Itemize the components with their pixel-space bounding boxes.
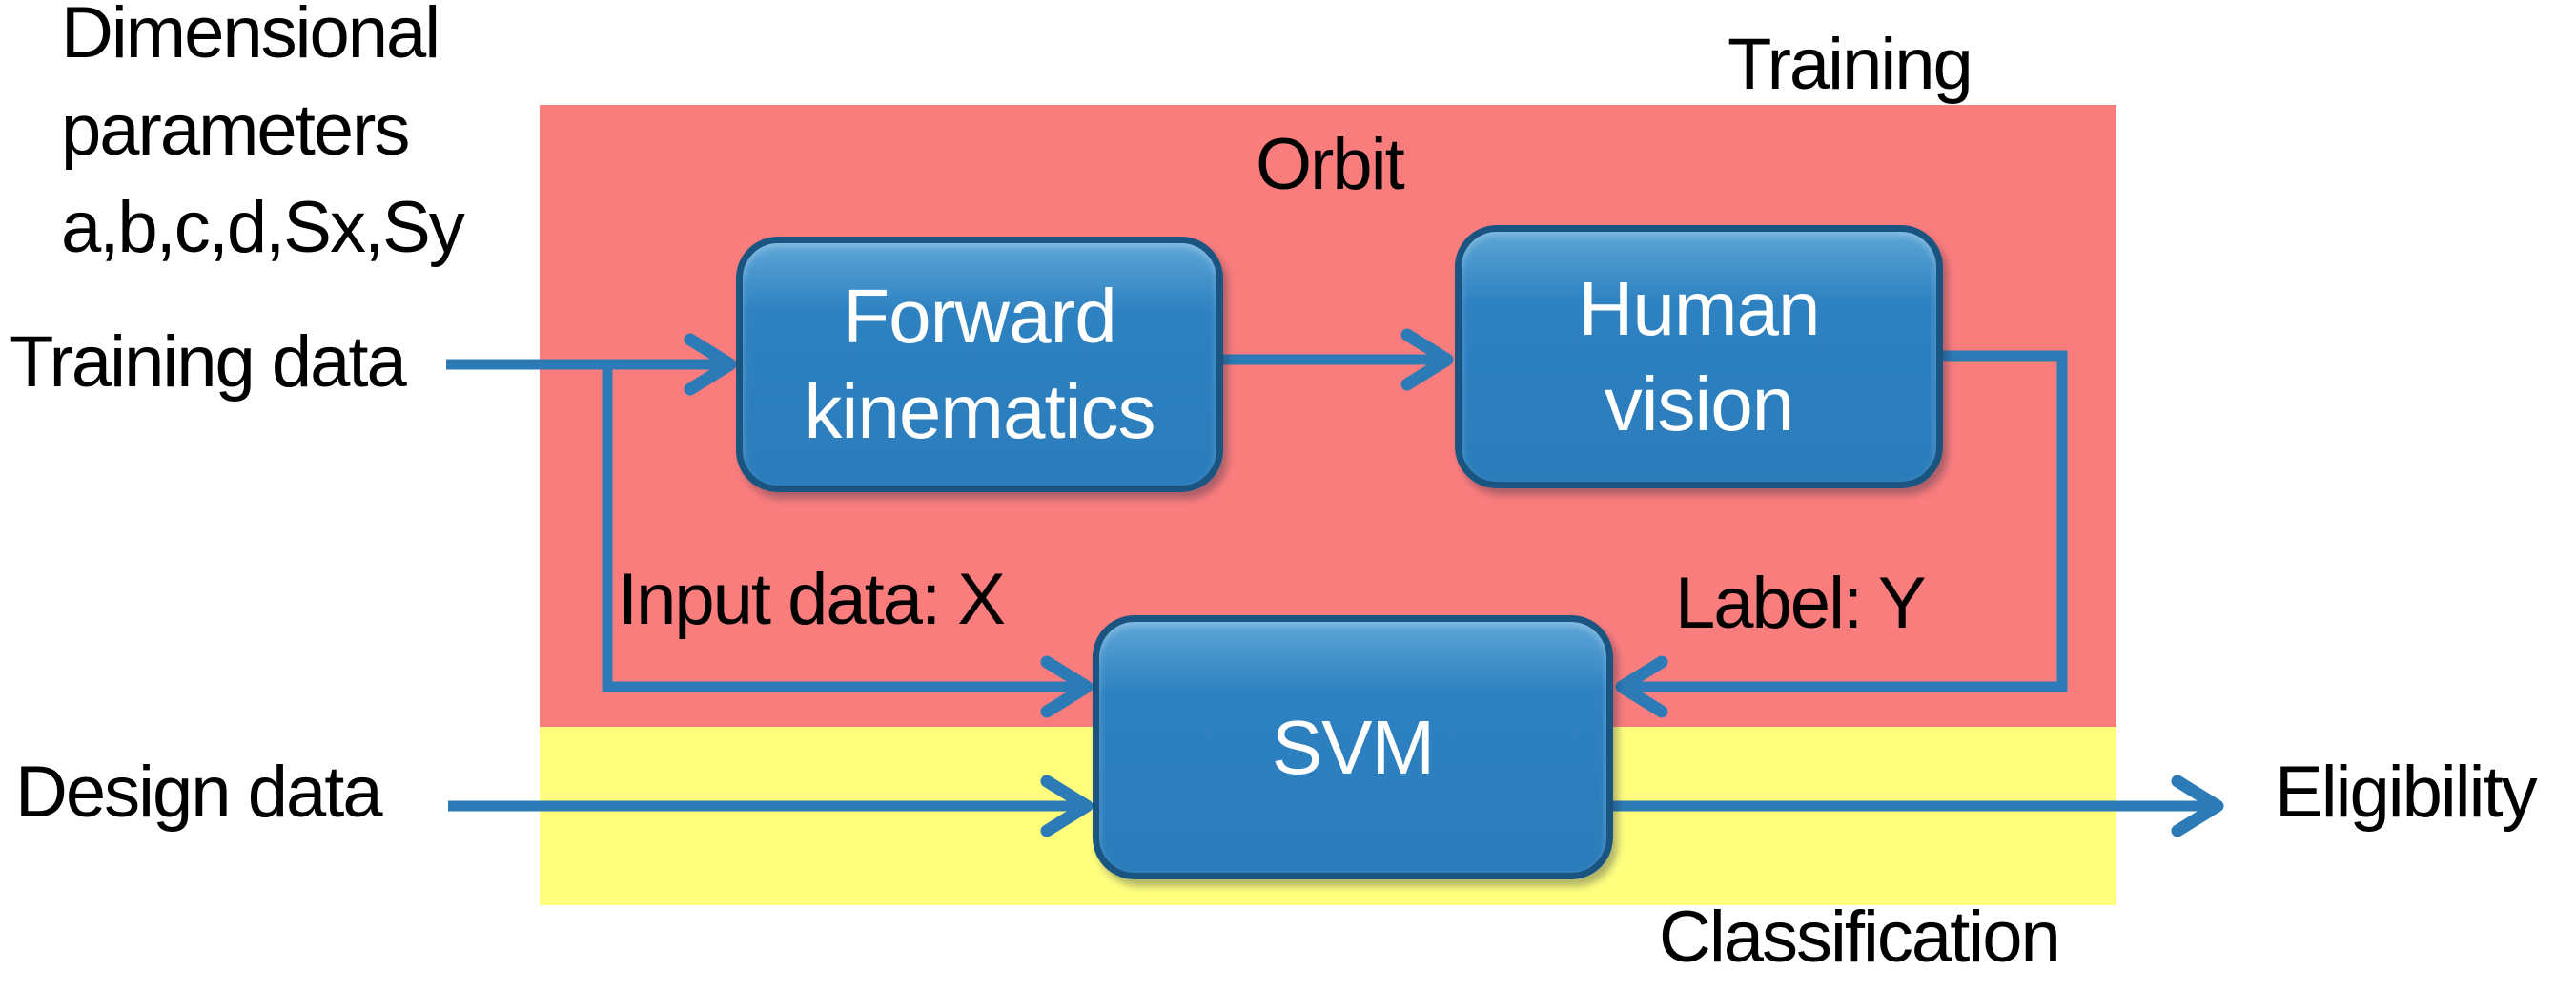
training-data-label: Training data xyxy=(10,321,407,403)
dimensional-parameters-label: Dimensional parameters a,b,c,d,Sx,Sy xyxy=(61,0,465,277)
label-y-label: Label: Y xyxy=(1675,563,1927,644)
node-forward-kinematics: Forward kinematics xyxy=(736,237,1223,492)
eligibility-label: Eligibility xyxy=(2275,752,2538,833)
node-forward-kinematics-line1: Forward xyxy=(843,274,1116,359)
node-human-vision: Human vision xyxy=(1455,225,1943,488)
node-forward-kinematics-line2: kinematics xyxy=(804,369,1156,454)
node-human-vision-line2: vision xyxy=(1604,362,1795,446)
input-data-x-label: Input data: X xyxy=(618,559,1006,640)
dimensional-parameters-line3: a,b,c,d,Sx,Sy xyxy=(61,187,465,268)
classification-region-label: Classification xyxy=(1659,897,2061,978)
design-data-label: Design data xyxy=(15,752,383,833)
dimensional-parameters-line2: parameters xyxy=(61,90,410,171)
orbit-label: Orbit xyxy=(1256,124,1405,205)
node-svm: SVM xyxy=(1093,615,1613,879)
node-human-vision-line1: Human xyxy=(1578,266,1821,351)
dimensional-parameters-line1: Dimensional xyxy=(61,0,440,73)
training-region-label: Training xyxy=(1728,24,1973,105)
arrow-eligibility-head xyxy=(2171,775,2224,837)
node-svm-label: SVM xyxy=(1271,704,1435,790)
